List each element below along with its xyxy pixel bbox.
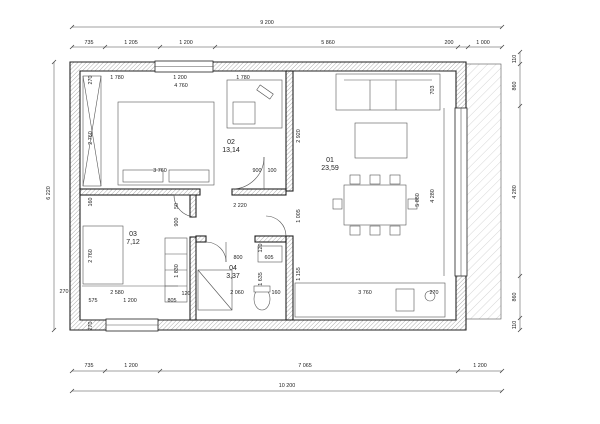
dimension-label: 270 xyxy=(430,290,439,296)
dimension-label: 160 xyxy=(88,198,94,207)
dimension-label: 3 760 xyxy=(153,168,167,174)
dimension-label: 1 005 xyxy=(296,209,302,223)
right-dim-4: 860 xyxy=(512,293,518,302)
desk-chair xyxy=(232,101,256,125)
dimension-label: 2 060 xyxy=(230,290,244,296)
top-dim-5: 200 xyxy=(445,40,454,46)
top-dim-ticks xyxy=(69,44,505,50)
right-dim-3: 4 280 xyxy=(512,185,518,199)
dimension-label: 3 760 xyxy=(358,290,372,296)
top-dim-4: 5 860 xyxy=(321,40,335,46)
dimension-label: 270 xyxy=(88,76,94,85)
furniture xyxy=(82,73,446,318)
dimension-label: 160 xyxy=(272,290,281,296)
dimension-label: 270 xyxy=(60,289,69,295)
dimension-label: 2 220 xyxy=(233,203,247,209)
top-dimensions: 9 200 735 1 205 1 200 5 860 200 1 000 xyxy=(69,20,505,50)
top-dim-1: 735 xyxy=(85,40,94,46)
bottom-dim-1: 735 xyxy=(85,363,94,369)
room-04-number: 04 xyxy=(229,265,237,272)
dimension-label: 900 xyxy=(253,168,262,174)
dimension-label: 1 780 xyxy=(236,75,250,81)
right-dim-1: 110 xyxy=(512,55,518,64)
dimension-label: 800 xyxy=(234,255,243,261)
dimension-label: 1 635 xyxy=(258,272,264,286)
room-02-area: 13,14 xyxy=(222,147,240,154)
terrace-decking xyxy=(465,63,502,320)
dimension-label: 2 760 xyxy=(88,249,94,263)
room-01-area: 23,59 xyxy=(321,165,339,172)
desk-lamp xyxy=(256,84,274,100)
dimension-label: 2 580 xyxy=(110,290,124,296)
dimension-label: 2 920 xyxy=(296,129,302,143)
inner-walls xyxy=(79,70,294,321)
dimension-label: 50 xyxy=(174,203,180,209)
dimension-label: 4 760 xyxy=(174,83,188,89)
dimension-label: 5 880 xyxy=(415,193,421,207)
right-dim-5: 110 xyxy=(512,321,518,330)
dimension-label: 900 xyxy=(174,218,180,227)
coffee-table xyxy=(354,122,408,159)
dimension-label: 605 xyxy=(265,255,274,261)
dimension-label: 1 155 xyxy=(296,267,302,281)
dimension-label: 805 xyxy=(168,298,177,304)
room-02-number: 02 xyxy=(227,139,235,146)
dimension-label: 1 780 xyxy=(110,75,124,81)
dimension-label: 1 200 xyxy=(173,75,187,81)
room-03-area: 7,12 xyxy=(126,239,140,246)
right-dim-2: 860 xyxy=(512,82,518,91)
room-labels: 01 23,59 02 13,14 03 7,12 04 3,37 xyxy=(126,139,339,280)
sofa xyxy=(335,73,441,111)
dimension-label: 1 200 xyxy=(123,298,137,304)
bottom-dimensions: 735 1 200 7 065 1 200 10 200 xyxy=(69,363,505,394)
dimension-label: 4 280 xyxy=(430,189,436,203)
bottom-dim-2: 1 200 xyxy=(124,363,138,369)
kitchen-counter xyxy=(294,282,446,318)
room-01-number: 01 xyxy=(326,157,334,164)
top-dim-2: 1 205 xyxy=(124,40,138,46)
bottom-total-dim: 10 200 xyxy=(279,383,296,389)
door-swings xyxy=(173,156,287,263)
dimension-label: 270 xyxy=(88,322,94,331)
room-03-number: 03 xyxy=(129,231,137,238)
dimension-label: 120 xyxy=(258,244,264,253)
top-dim-3: 1 200 xyxy=(179,40,193,46)
outer-walls xyxy=(69,60,468,332)
dimension-label: 575 xyxy=(89,298,98,304)
inner-dimensions: 1 780 1 200 1 780 4 760 270 2 760 3 760 … xyxy=(60,75,439,331)
left-dimensions: 6 220 xyxy=(46,59,57,333)
dimension-label: 120 xyxy=(182,291,191,297)
dining-table xyxy=(343,184,407,226)
bottom-dim-3: 7 065 xyxy=(298,363,312,369)
dimension-label: 703 xyxy=(430,86,436,95)
bottom-dim-4: 1 200 xyxy=(473,363,487,369)
top-dim-6: 1 000 xyxy=(476,40,490,46)
left-total-dim: 6 220 xyxy=(46,186,52,200)
top-total-dim: 9 200 xyxy=(260,20,274,26)
sink xyxy=(257,245,283,263)
dimension-label: 1 830 xyxy=(174,264,180,278)
single-bed xyxy=(82,225,124,285)
kitchen-sink xyxy=(395,288,415,312)
right-dimensions: 110 860 4 280 860 110 xyxy=(512,49,523,333)
dimension-label: 100 xyxy=(268,168,277,174)
dimension-label: 2 760 xyxy=(88,131,94,145)
room-04-area: 3,37 xyxy=(226,273,240,280)
